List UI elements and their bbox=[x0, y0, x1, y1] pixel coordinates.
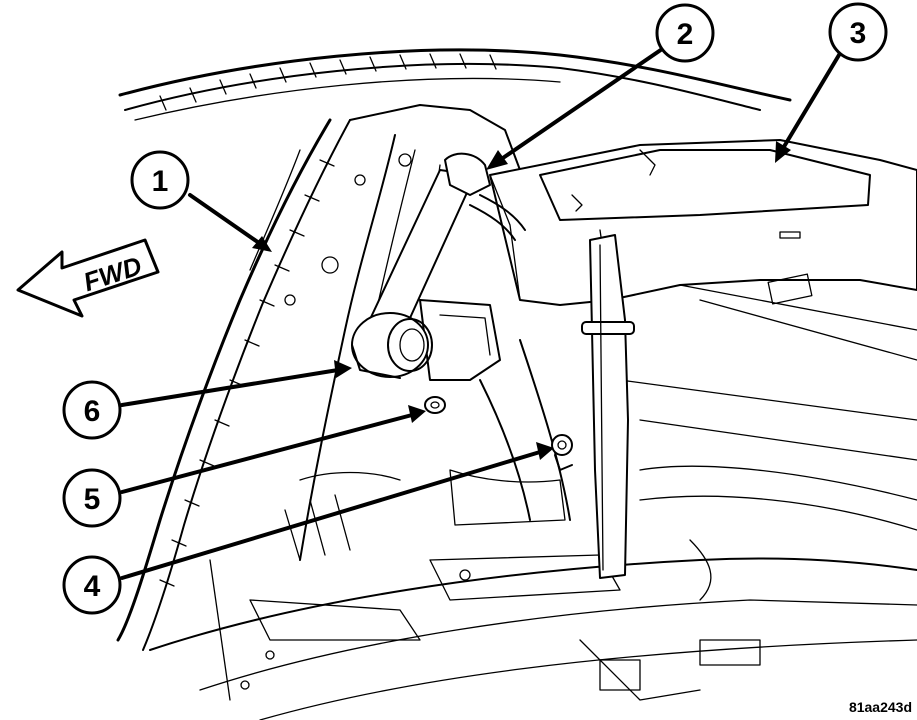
callout-6: 6 bbox=[62, 380, 122, 440]
callout-1-label: 1 bbox=[152, 165, 169, 198]
forward-arrow-icon bbox=[16, 238, 160, 318]
callout-3-label: 3 bbox=[850, 17, 867, 50]
callout-3: 3 bbox=[828, 2, 888, 62]
lower-belt-webbing bbox=[551, 234, 635, 579]
callout-1: 1 bbox=[130, 150, 190, 210]
callout-2: 2 bbox=[655, 3, 715, 63]
figure-reference-code: 81aa243d bbox=[849, 699, 912, 715]
callout-leaders bbox=[120, 43, 847, 580]
callout-2-label: 2 bbox=[677, 18, 694, 51]
callout-5: 5 bbox=[62, 468, 122, 528]
callout-4: 4 bbox=[62, 555, 122, 615]
callout-4-label: 4 bbox=[84, 570, 101, 603]
callout-5-label: 5 bbox=[84, 483, 101, 516]
seat-belt-retractor-assembly bbox=[351, 152, 526, 414]
callout-6-label: 6 bbox=[84, 395, 101, 428]
forward-direction-indicator: FWD bbox=[16, 238, 160, 318]
